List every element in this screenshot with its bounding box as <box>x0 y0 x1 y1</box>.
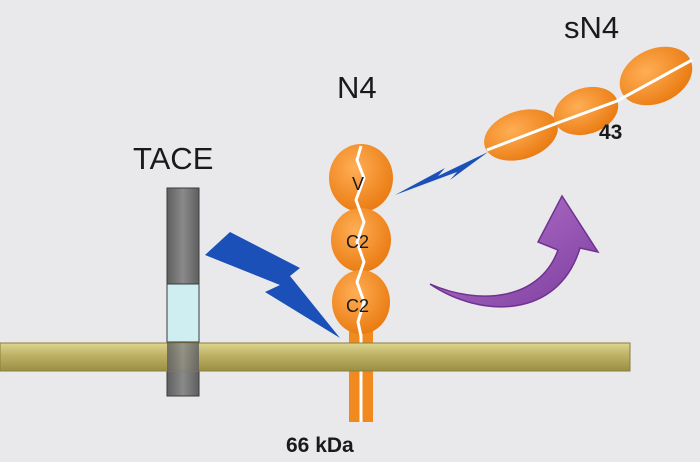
n4-size-label: 66 kDa <box>286 434 354 457</box>
sn4-domain-1 <box>484 109 558 161</box>
n4-domain-c2-upper <box>331 208 391 272</box>
sn4-fragment <box>484 46 693 161</box>
n4-label: N4 <box>337 70 377 105</box>
release-lightning-arrow <box>395 152 488 195</box>
n4-center-line <box>354 145 366 337</box>
tace-label: TACE <box>133 141 213 176</box>
tace-upper-segment <box>166 187 200 285</box>
n4-protein <box>329 144 393 337</box>
sn4-label: sN4 <box>564 10 619 45</box>
cell-membrane <box>0 342 631 372</box>
n4-domain-v <box>329 144 393 212</box>
tace-transmembrane-segment <box>166 283 200 343</box>
sn4-size-label: 43 <box>599 121 622 144</box>
n4-domain-c2-lower <box>332 270 390 334</box>
domain-v-label: V <box>352 174 364 194</box>
shedding-curved-arrow <box>429 194 600 308</box>
domain-c2-lower-label: C2 <box>346 296 369 316</box>
tace-membrane-crossing <box>167 343 199 371</box>
cleavage-lightning-arrow <box>205 232 340 338</box>
domain-c2-upper-label: C2 <box>346 232 369 252</box>
sn4-center-line <box>486 58 693 152</box>
sn4-domain-3 <box>619 46 693 106</box>
